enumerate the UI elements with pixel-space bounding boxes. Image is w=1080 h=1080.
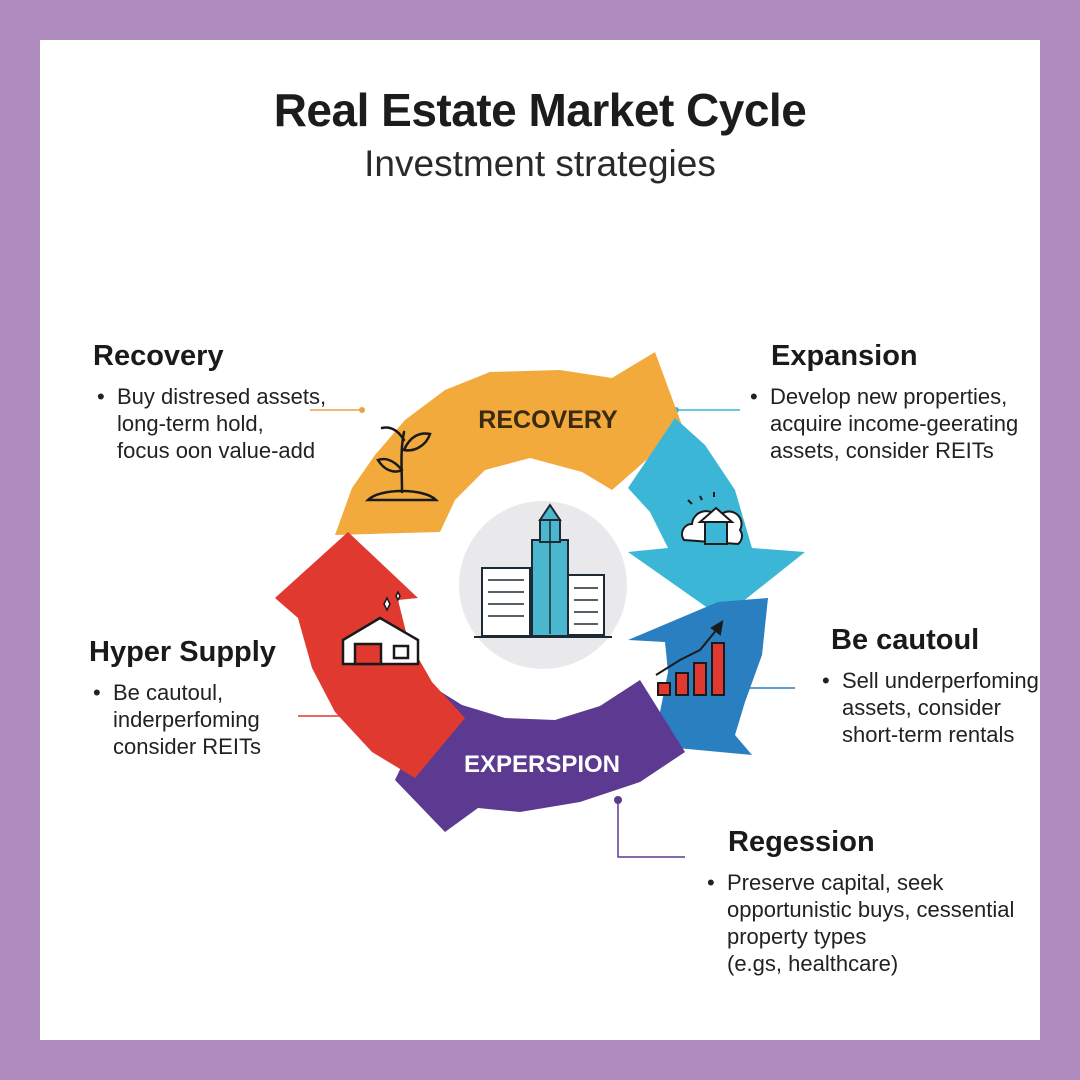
city-skyscrapers-icon bbox=[474, 503, 612, 638]
expansion-line: assets, consider REITs bbox=[770, 438, 994, 463]
house-cloud-icon bbox=[681, 492, 743, 546]
rising-bar-chart-icon bbox=[655, 620, 725, 696]
bullet: • bbox=[93, 680, 101, 705]
bullet: • bbox=[707, 870, 715, 895]
recession-arrow bbox=[395, 680, 685, 832]
hyper-supply-heading: Hyper Supply bbox=[89, 636, 276, 668]
warehouse-icon bbox=[341, 590, 420, 666]
recovery-line: focus oon value-add bbox=[117, 438, 316, 463]
recession-line: (e.gs, healthcare) bbox=[727, 951, 899, 976]
recession-connector-dot bbox=[614, 796, 622, 804]
cautious-line: assets, consider bbox=[842, 695, 1001, 720]
page-title: Real Estate Market Cycle bbox=[273, 84, 807, 136]
recession-line: Preserve capital, seek bbox=[727, 870, 944, 895]
recovery-connector-dot bbox=[359, 407, 365, 413]
recession-arrow-label: EXPERSPION bbox=[464, 751, 620, 778]
bullet: • bbox=[97, 384, 105, 409]
recovery-phase: Recovery • Buy distresed assets, long-te… bbox=[93, 340, 326, 464]
hyper-supply-line: Be cautoul, bbox=[113, 680, 224, 705]
expansion-line: Develop new properties, bbox=[770, 384, 1008, 409]
expansion-phase: Expansion • Develop new properties, acqu… bbox=[746, 340, 1018, 464]
recession-heading: Regession bbox=[728, 826, 875, 858]
recovery-heading: Recovery bbox=[93, 340, 224, 372]
recovery-line: Buy distresed assets, bbox=[117, 384, 327, 409]
cautious-line: short-term rentals bbox=[842, 722, 1015, 747]
expansion-description: • Develop new properties, acquire income… bbox=[746, 383, 1018, 464]
recession-description: • Preserve capital, seek opportunistic b… bbox=[703, 869, 1014, 977]
recovery-arrow bbox=[335, 352, 683, 535]
cautious-line: Sell underperfoming bbox=[842, 668, 1039, 693]
page-subtitle: Investment strategies bbox=[364, 143, 716, 184]
recession-line: property types bbox=[727, 924, 867, 949]
hyper-supply-line: consider REITs bbox=[113, 734, 261, 759]
recovery-description: • Buy distresed assets, long-term hold, … bbox=[93, 383, 326, 464]
hyper-supply-phase: Hyper Supply • Be cautoul, inderperfomin… bbox=[89, 636, 276, 760]
cautious-heading: Be cautoul bbox=[831, 624, 980, 656]
expansion-heading: Expansion bbox=[771, 340, 918, 372]
hyper-supply-line: inderperfoming bbox=[113, 707, 260, 732]
hyper-supply-description: • Be cautoul, inderperfoming consider RE… bbox=[89, 679, 276, 760]
sprout-icon bbox=[364, 426, 440, 502]
expansion-line: acquire income-geerating bbox=[770, 411, 1019, 436]
recession-phase: Regession • Preserve capital, seek oppor… bbox=[703, 826, 1014, 977]
recovery-line: long-term hold, bbox=[117, 411, 264, 436]
recession-line: opportunistic buys, cessential bbox=[727, 897, 1015, 922]
bullet: • bbox=[750, 384, 758, 409]
recession-connector bbox=[617, 800, 685, 858]
bullet: • bbox=[822, 668, 830, 693]
cautious-phase: Be cautoul • Sell underperfoming assets,… bbox=[818, 624, 1039, 748]
cautious-description: • Sell underperfoming assets, consider s… bbox=[818, 667, 1039, 748]
recovery-arrow-label: RECOVERY bbox=[478, 406, 618, 434]
